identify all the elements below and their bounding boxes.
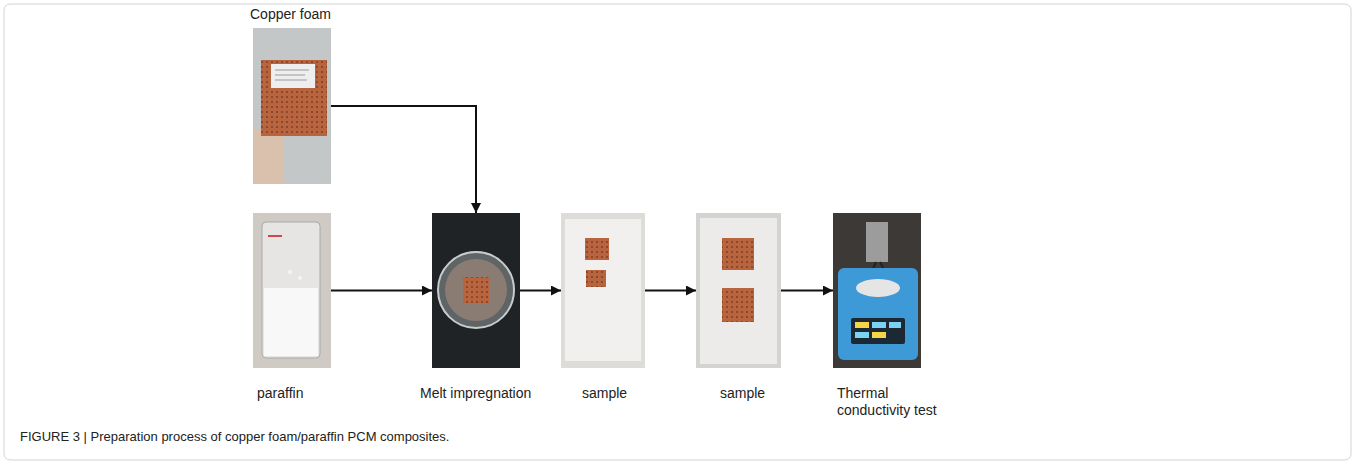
photo-ground bbox=[561, 213, 645, 368]
screen-key bbox=[855, 322, 869, 328]
thermal-tester-photo bbox=[833, 213, 921, 368]
melt-impregnation-photo bbox=[432, 213, 520, 368]
flake bbox=[298, 276, 302, 280]
photo-step: sample bbox=[696, 213, 781, 368]
flow-arrow bbox=[520, 290, 561, 292]
photo-ground bbox=[432, 213, 520, 368]
beaker bbox=[262, 222, 320, 358]
step-label: Melt impregnation bbox=[420, 385, 531, 402]
photo-step: Copper foam bbox=[253, 28, 331, 184]
step-label: sample bbox=[720, 385, 765, 402]
copper-foam-block bbox=[261, 60, 327, 136]
flow-arrow bbox=[781, 290, 833, 292]
screen-key bbox=[889, 322, 901, 328]
photo-step: Thermal conductivity test bbox=[833, 213, 921, 368]
sample-block bbox=[722, 238, 754, 270]
paper bbox=[565, 219, 641, 361]
copper-foam-block bbox=[463, 277, 489, 303]
flow-arrow bbox=[331, 290, 432, 292]
product-tag bbox=[271, 64, 315, 88]
screen-key bbox=[872, 322, 886, 328]
step-label: sample bbox=[582, 385, 627, 402]
sample-photo bbox=[561, 213, 645, 368]
photo-ground bbox=[696, 213, 781, 368]
sample-photo bbox=[696, 213, 781, 368]
sample-block bbox=[586, 270, 606, 287]
flake bbox=[288, 270, 292, 274]
beaker-mark bbox=[268, 235, 282, 237]
tag-line bbox=[275, 70, 309, 71]
figure-caption: FIGURE 3 | Preparation process of copper… bbox=[20, 429, 449, 444]
photo-ground bbox=[833, 213, 921, 368]
photo-step: paraffin bbox=[253, 213, 331, 368]
paraffin-flakes bbox=[264, 288, 318, 356]
step-label: paraffin bbox=[257, 385, 303, 402]
hand bbox=[253, 130, 283, 184]
paraffin-photo bbox=[253, 213, 331, 368]
flow-arrow bbox=[331, 106, 476, 213]
tester-body bbox=[838, 268, 918, 360]
photo-ground bbox=[253, 213, 331, 368]
paper bbox=[700, 218, 777, 364]
photo-step: sample bbox=[561, 213, 645, 368]
photo-step: Melt impregnation bbox=[432, 213, 520, 368]
sample-block bbox=[722, 288, 754, 322]
photo-ground bbox=[253, 28, 331, 184]
glass-dish bbox=[438, 252, 514, 328]
step-label: Thermal conductivity test bbox=[837, 385, 955, 419]
tag-line bbox=[275, 75, 305, 76]
flow-arrow bbox=[645, 290, 696, 292]
step-label: Copper foam bbox=[250, 6, 331, 23]
screen-key bbox=[872, 332, 886, 338]
molten-paraffin bbox=[445, 259, 507, 321]
screen-key bbox=[855, 332, 869, 338]
copper-foam-photo bbox=[253, 28, 331, 184]
sample-stage bbox=[856, 279, 900, 297]
tag-line bbox=[275, 80, 307, 81]
sample-block bbox=[585, 238, 609, 260]
tester-screen bbox=[851, 318, 905, 344]
probe-stand bbox=[866, 222, 888, 262]
figure-frame bbox=[4, 4, 1351, 460]
